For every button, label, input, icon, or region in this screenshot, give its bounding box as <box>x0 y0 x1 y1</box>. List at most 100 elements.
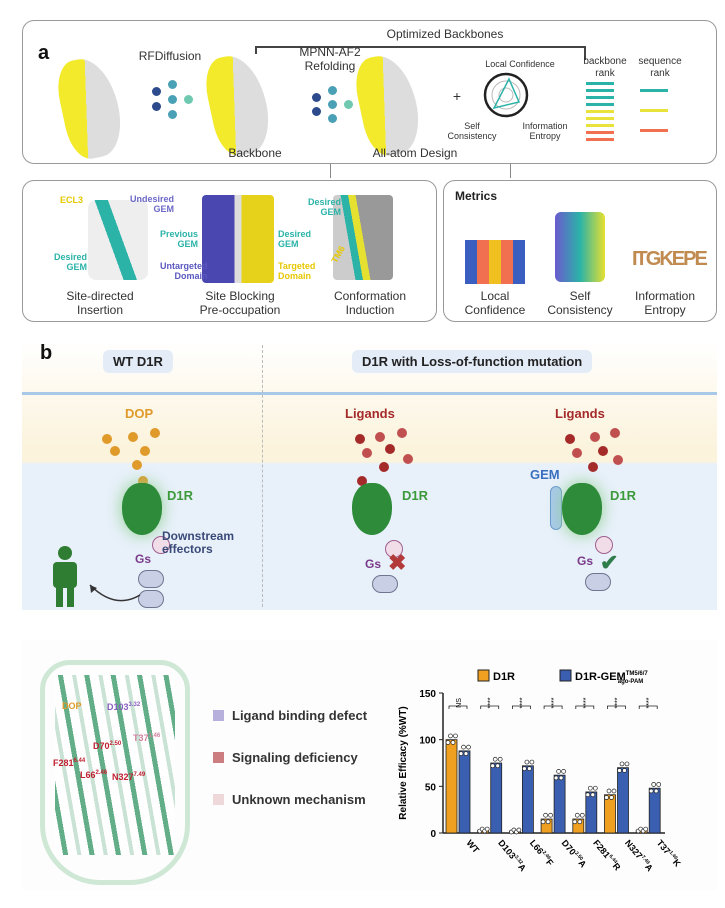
data-point <box>619 761 625 767</box>
data-point <box>558 775 564 781</box>
ligand-molecule <box>610 428 620 438</box>
sequence-rank-label: sequence rank <box>638 56 682 79</box>
feedback-line <box>255 46 585 48</box>
n327-label: N3277.49 <box>112 772 145 783</box>
data-point <box>592 785 598 791</box>
data-point <box>461 744 466 750</box>
network-node <box>344 100 353 109</box>
ligand-molecule <box>355 434 365 444</box>
f281-label: F2816.44 <box>53 758 85 769</box>
radar-information-entropy-label: Information Entropy <box>522 121 568 142</box>
check-icon: ✔ <box>600 550 619 575</box>
ligand-molecule <box>598 446 608 456</box>
bar-d1r <box>572 818 585 834</box>
legend-label-d1r: D1R <box>493 671 515 683</box>
bar-d1r-gem <box>617 767 629 834</box>
dop-molecule <box>110 446 120 456</box>
sequence-logo-image: ITGKEPE <box>632 248 708 270</box>
ligand-molecule <box>357 476 367 486</box>
data-point <box>466 744 471 750</box>
data-point <box>624 761 630 767</box>
gem-label: GEM <box>530 467 560 482</box>
data-point <box>463 751 469 757</box>
ligand-molecule <box>403 454 413 464</box>
radar-chart-icon <box>483 72 529 118</box>
d1r-receptor-mutant <box>352 483 392 535</box>
dop-molecule <box>132 460 142 470</box>
effector-shape <box>138 570 164 588</box>
data-point <box>540 819 546 825</box>
data-point <box>495 763 501 769</box>
data-point <box>585 792 591 798</box>
data-point <box>590 792 596 798</box>
desired-gem-label: Desired GEM <box>278 229 312 249</box>
network-node <box>168 80 177 89</box>
significance-bracket <box>607 705 626 709</box>
conformation-induction-image <box>333 195 393 280</box>
desired-gem-label: Desired GEM <box>308 197 342 217</box>
metrics-title: Metrics <box>455 189 498 203</box>
healthy-person-icon <box>53 546 77 607</box>
network-icon <box>152 87 161 96</box>
ligand-molecule <box>375 432 385 442</box>
gs-protein <box>595 536 613 554</box>
previous-gem-label: Previous GEM <box>160 229 199 249</box>
untargeted-domain-label: Untargeted Domain <box>160 261 208 281</box>
connector-line <box>510 164 511 178</box>
network-node <box>168 110 177 119</box>
bar-d1r-gem <box>458 750 471 834</box>
legend-swatch-d1r <box>477 669 490 682</box>
ligand-molecule <box>379 462 389 472</box>
t37-label: T371.46 <box>133 733 160 744</box>
y-axis-label: Relative Efficacy (%WT) <box>398 706 409 819</box>
mutation-header: D1R with Loss-of-function mutation <box>352 350 593 373</box>
y-tick-label: 100 <box>419 736 436 747</box>
rank-bars <box>586 82 614 141</box>
radar-local-confidence-label: Local Confidence <box>485 59 555 69</box>
data-point <box>545 819 551 825</box>
d103-label: D1033.32 <box>107 702 140 713</box>
significance-label: **** <box>519 697 526 708</box>
significance-bracket <box>480 705 500 709</box>
ecl3-label: ECL3 <box>60 195 84 205</box>
local-confidence-label: Local Confidence <box>464 289 526 317</box>
legend-swatch-ligand <box>213 710 224 721</box>
l66-sup: 2.46 <box>95 770 108 776</box>
targeted-domain-label: Targeted Domain <box>278 261 316 281</box>
t37-text: T37 <box>133 733 149 743</box>
dop-molecule <box>102 434 112 444</box>
significance-bracket <box>638 705 658 709</box>
sequence-rank-bar <box>640 89 668 92</box>
d1r-receptor-rescued <box>562 483 602 535</box>
effector-shape <box>372 575 398 593</box>
legend-ligand-binding-defect: Ligand binding defect <box>232 708 368 723</box>
d103-text: D103 <box>107 702 129 712</box>
divider-line <box>262 345 263 607</box>
site-blocking-title: Site Blocking Pre-occupation <box>199 289 281 317</box>
data-point <box>622 768 627 773</box>
information-entropy-label: Information Entropy <box>634 289 696 317</box>
d70-label: D702.50 <box>93 741 121 752</box>
data-point <box>617 768 622 773</box>
d1r-label: D1R <box>167 488 194 503</box>
legend-signaling-deficiency: Signaling deficiency <box>232 750 358 765</box>
data-point <box>458 751 464 757</box>
data-point <box>611 788 617 794</box>
ligand-molecule <box>590 432 600 442</box>
legend-swatch-unknown <box>213 794 224 805</box>
dop-structure-label: DOP <box>62 701 82 711</box>
significance-label: NS <box>456 698 463 708</box>
data-point <box>648 788 654 794</box>
panel-label-b: b <box>40 342 53 364</box>
dop-molecule <box>138 476 148 486</box>
network-node <box>184 95 193 104</box>
significance-label: **** <box>583 697 590 708</box>
undesired-gem-label: Undesired GEM <box>130 194 175 214</box>
data-point <box>492 756 498 762</box>
site-directed-insertion-image <box>88 200 148 280</box>
receptor-structure-image <box>55 675 175 855</box>
data-point <box>453 733 458 739</box>
gs-label: Gs <box>365 557 382 571</box>
network-node <box>328 86 337 95</box>
